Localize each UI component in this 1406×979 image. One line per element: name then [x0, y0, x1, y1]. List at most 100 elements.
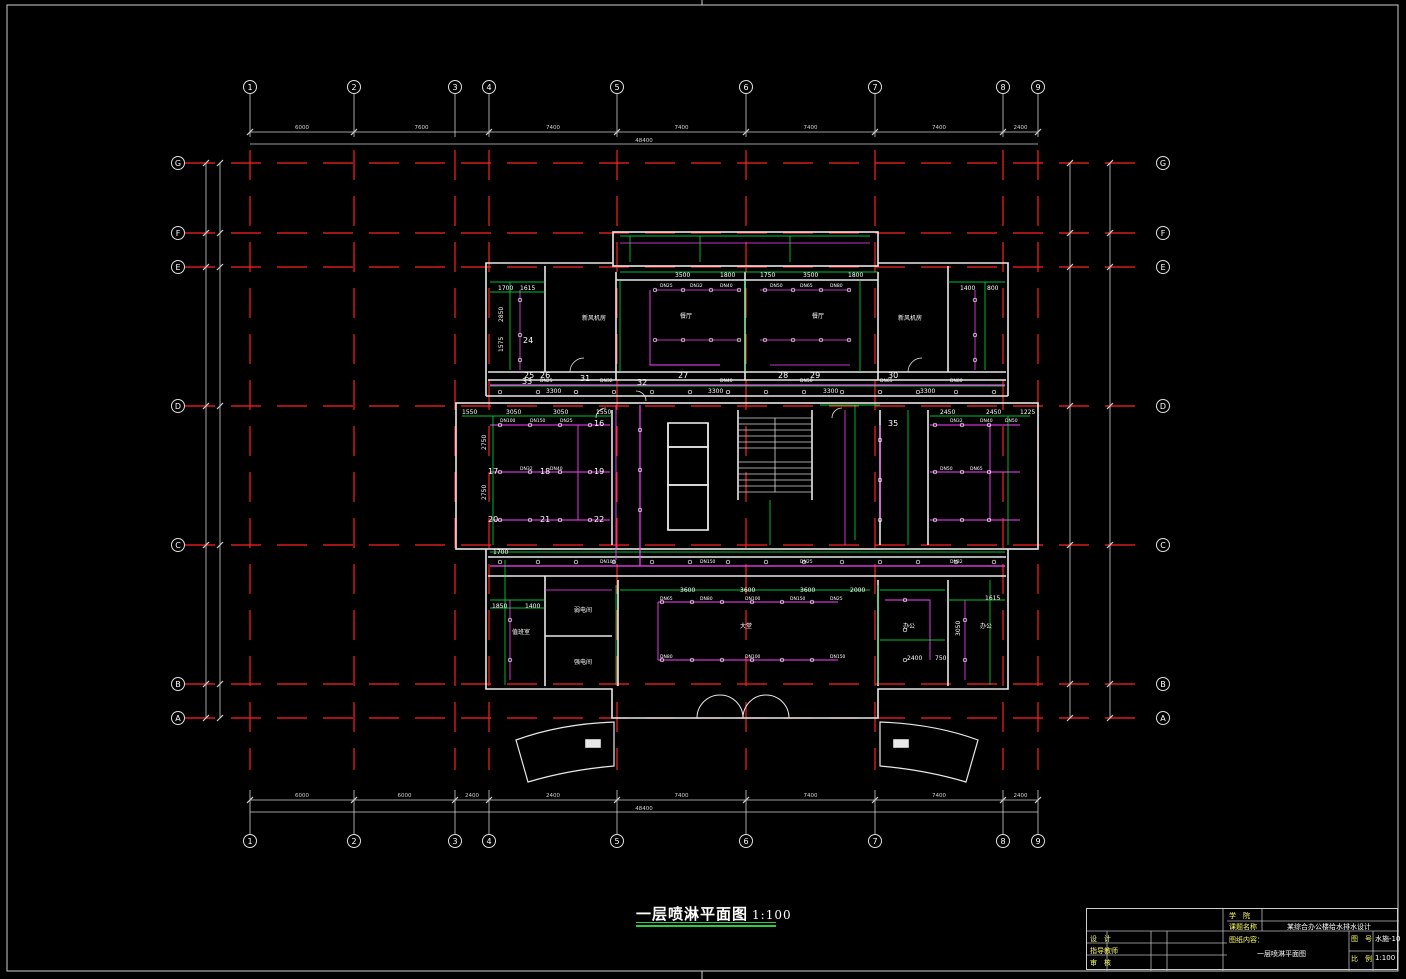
axis-bubble-bottom-9-circle	[1031, 834, 1045, 848]
axis-bubble-top-9-circle	[1031, 80, 1045, 94]
axis-bubble-left-2-circle	[171, 226, 185, 240]
axis-bubble-bottom-9: 9	[1035, 837, 1040, 846]
axis-bubble-left-5-circle	[171, 538, 185, 552]
dim-vertical-tick-1-6	[216, 714, 224, 722]
pipe-tag-2: DN32	[690, 283, 703, 289]
dim-top-tick-3	[613, 128, 621, 136]
dim-vertical-tick-1-4	[216, 541, 224, 549]
dim-top-tick-1	[350, 128, 358, 136]
axis-bubble-left-4: D	[175, 402, 181, 411]
room-dim-14: 3300	[823, 388, 838, 395]
dim-bottom-tick-0	[246, 796, 254, 804]
axis-bubble-bottom-2: 2	[351, 837, 356, 846]
axis-bubble-bottom-8-circle	[996, 834, 1010, 848]
sprinkler-head-16	[846, 337, 852, 343]
sprinkler-head-60	[687, 389, 693, 395]
pipe-tag-5: DN65	[800, 283, 813, 289]
sprinkler-head-14	[818, 337, 824, 343]
dim-vertical-tick-2-0	[1066, 159, 1074, 167]
dim-vertical-tick-1-3	[216, 402, 224, 410]
room-label-extra-office: 办公	[980, 622, 992, 630]
axis-bubble-top-2: 2	[351, 83, 356, 92]
title-underline	[636, 922, 776, 923]
room-dim-20: 2450	[940, 409, 955, 416]
sprinkler-head-24	[557, 469, 563, 475]
sprinkler-head-40	[689, 599, 695, 605]
room-dim-27: 3600	[740, 587, 755, 594]
axis-bubble-top-7: 7	[872, 83, 877, 92]
axis-bubble-top-8: 8	[1000, 83, 1005, 92]
pipe-number-9: 25	[524, 371, 534, 380]
pipe-number-12: 28	[778, 371, 788, 380]
dim-vertical-tick-1-1	[216, 229, 224, 237]
dim-vertical-tick-0-1	[202, 229, 210, 237]
sprinkler-head-45	[749, 657, 755, 663]
pipe-tag-1: DN25	[660, 283, 673, 289]
sprinkler-head-41	[689, 657, 695, 663]
sprinkler-head-86	[902, 657, 908, 663]
room-dim-11: 800	[987, 285, 999, 292]
sprinkler-head-30	[932, 469, 938, 475]
sprinkler-head-55	[573, 559, 579, 565]
sprinkler-head-91	[637, 427, 643, 433]
pipe-tag-9: DN25	[560, 418, 573, 424]
axis-bubble-top-1: 1	[247, 83, 252, 92]
room-dim-33: 3050	[955, 621, 962, 636]
pipe-tag-22: DN80	[660, 654, 673, 660]
title-block-grid	[1087, 909, 1399, 971]
sprinkler-head-26	[587, 422, 593, 428]
axis-bubble-left-6: B	[175, 680, 181, 689]
sprinkler-head-27	[587, 469, 593, 475]
axis-bubble-bottom-5-circle	[610, 834, 624, 848]
axis-bubble-top-6: 6	[743, 83, 748, 92]
dim-top-label-4: 7400	[675, 125, 689, 131]
dim-top-tick-2	[485, 128, 493, 136]
dim-top-label-5: 7400	[804, 125, 818, 131]
title-block: 学 院 课题名称 某综合办公楼给水排水设计 图纸内容： 一层喷淋平面图 设 计 …	[1086, 908, 1400, 971]
sprinkler-head-92	[637, 467, 643, 473]
axis-bubble-right-7-circle	[1156, 711, 1170, 725]
room-dim-26: 3600	[680, 587, 695, 594]
dim-bottom-label-8: 2400	[1014, 793, 1028, 799]
axis-bubble-bottom-4-circle	[482, 834, 496, 848]
sprinkler-head-80	[517, 357, 523, 363]
axis-bubble-left-3: E	[175, 263, 180, 272]
sprinkler-head-67	[801, 559, 807, 565]
drawing-title-text: 一层喷淋平面图	[636, 905, 749, 923]
pipe-number-14: 30	[888, 371, 898, 380]
dim-top-label-3: 7400	[546, 125, 560, 131]
dim-bottom-label-1: 6000	[295, 793, 309, 799]
pipe-tag-31: DN100	[600, 559, 616, 565]
dim-top-tick-5	[871, 128, 879, 136]
sprinkler-head-70	[877, 389, 883, 395]
sprinkler-head-52	[535, 389, 541, 395]
sprinkler-head-36	[986, 469, 992, 475]
dim-vertical-tick-0-3	[202, 402, 210, 410]
pipe-tag-14: DN80	[700, 596, 713, 602]
pipe-number-16: 32	[637, 378, 647, 387]
tb-label-college: 学 院	[1229, 912, 1250, 920]
pipe-tag-3: DN40	[720, 283, 733, 289]
pipe-number-13: 29	[810, 371, 820, 380]
room-dim-13: 3300	[708, 388, 723, 395]
axis-bubble-bottom-2-circle	[347, 834, 361, 848]
sprinkler-head-66	[801, 389, 807, 395]
drawing-scale: 1:100	[752, 908, 792, 922]
sprinkler-head-6	[708, 337, 714, 343]
axis-bubble-left-7: A	[175, 714, 181, 723]
axis-bubble-bottom-8: 8	[1000, 837, 1005, 846]
dim-top-label-6: 7400	[932, 125, 946, 131]
sprinkler-head-15	[846, 287, 852, 293]
pipe-tag-7: DN100	[500, 418, 516, 424]
dim-bottom-tick-7	[999, 796, 1007, 804]
axis-bubble-right-4: D	[1160, 402, 1166, 411]
sprinkler-head-59	[649, 559, 655, 565]
axis-bubble-top-4-circle	[482, 80, 496, 94]
sprinkler-head-89	[507, 617, 513, 623]
dim-vertical-tick-2-3	[1066, 402, 1074, 410]
room-label-3: 餐厅	[812, 312, 824, 320]
pipe-number-5: 20	[488, 515, 498, 524]
dim-vertical-tick-0-0	[202, 159, 210, 167]
sprinkler-head-12	[790, 337, 796, 343]
